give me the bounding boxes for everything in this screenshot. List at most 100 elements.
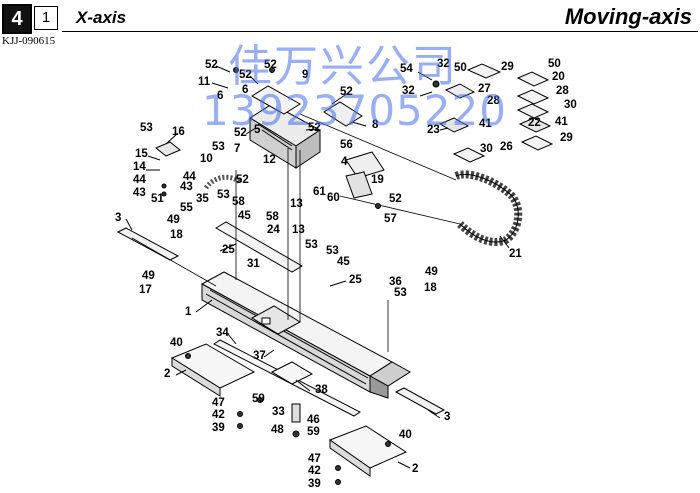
part-callout-25: 25 bbox=[349, 274, 362, 286]
part-callout-59: 59 bbox=[252, 393, 265, 405]
plate-30a bbox=[516, 103, 550, 119]
part-callout-3: 3 bbox=[444, 411, 450, 423]
part-callout-17: 17 bbox=[139, 284, 152, 296]
part-callout-32: 32 bbox=[437, 58, 450, 70]
part-callout-6: 6 bbox=[217, 90, 223, 102]
part-callout-5: 5 bbox=[254, 124, 261, 136]
part-callout-53: 53 bbox=[212, 141, 225, 153]
part-callout-54: 54 bbox=[400, 63, 413, 75]
bracket-23 bbox=[438, 117, 470, 133]
part-callout-13: 13 bbox=[292, 224, 305, 236]
part-callout-14: 14 bbox=[133, 161, 146, 173]
part-callout-27: 27 bbox=[478, 83, 491, 95]
part-callout-52: 52 bbox=[239, 69, 252, 81]
part-callout-40: 40 bbox=[399, 429, 412, 441]
plate-41 bbox=[518, 117, 552, 133]
part-callout-57: 57 bbox=[384, 213, 397, 225]
part-callout-26: 26 bbox=[500, 141, 513, 153]
part-callout-49: 49 bbox=[425, 266, 438, 278]
part-callout-58: 58 bbox=[232, 196, 245, 208]
part-callout-30: 30 bbox=[564, 99, 577, 111]
part-callout-52: 52 bbox=[264, 59, 277, 71]
part-callout-42: 42 bbox=[308, 465, 321, 477]
rear-rail-8 bbox=[323, 101, 363, 127]
part-callout-31: 31 bbox=[247, 258, 260, 270]
part-callout-16: 16 bbox=[172, 126, 185, 138]
part-callout-8: 8 bbox=[372, 119, 379, 131]
part-callout-15: 15 bbox=[135, 148, 148, 160]
part-callout-20: 20 bbox=[552, 71, 565, 83]
part-callout-47: 47 bbox=[212, 397, 225, 409]
plate-28 bbox=[516, 89, 550, 105]
screw bbox=[161, 183, 167, 189]
block-16 bbox=[155, 141, 181, 157]
part-callout-53: 53 bbox=[305, 239, 318, 251]
part-callout-60: 60 bbox=[327, 192, 340, 204]
plate-20 bbox=[516, 71, 550, 87]
part-callout-52: 52 bbox=[389, 193, 402, 205]
part-callout-18: 18 bbox=[424, 282, 437, 294]
part-callout-19: 19 bbox=[371, 174, 384, 186]
base-plate-right bbox=[328, 425, 408, 469]
cable-chain-21 bbox=[454, 170, 523, 246]
part-callout-30: 30 bbox=[480, 143, 493, 155]
part-callout-45: 45 bbox=[238, 210, 251, 222]
part-callout-34: 34 bbox=[216, 327, 229, 339]
part-callout-9: 9 bbox=[302, 69, 308, 81]
part-callout-1: 1 bbox=[185, 306, 192, 318]
screw bbox=[269, 67, 275, 73]
part-callout-39: 39 bbox=[212, 422, 225, 434]
screw bbox=[335, 479, 341, 485]
part-callout-32: 32 bbox=[402, 85, 415, 97]
part-callout-49: 49 bbox=[167, 214, 180, 226]
part-callout-38: 38 bbox=[315, 384, 328, 396]
part-callout-18: 18 bbox=[170, 229, 183, 241]
part-callout-52: 52 bbox=[308, 122, 321, 134]
screw bbox=[335, 465, 341, 471]
part-callout-42: 42 bbox=[212, 409, 225, 421]
part-callout-10: 10 bbox=[200, 153, 213, 165]
part-callout-58: 58 bbox=[266, 211, 279, 223]
rail-3-right bbox=[394, 387, 446, 415]
screw bbox=[292, 430, 300, 438]
rail-3-left bbox=[116, 227, 180, 261]
part-callout-24: 24 bbox=[267, 224, 280, 236]
part-callout-41: 41 bbox=[479, 118, 492, 130]
part-callout-28: 28 bbox=[487, 95, 500, 107]
part-callout-53: 53 bbox=[326, 245, 339, 257]
part-callout-51: 51 bbox=[151, 193, 164, 205]
part-callout-55: 55 bbox=[180, 202, 193, 214]
part-callout-37: 37 bbox=[253, 350, 266, 362]
part-callout-7: 7 bbox=[234, 143, 240, 155]
header-bar: 4 1 X-axis Moving-axis KJJ-090615 bbox=[0, 0, 700, 48]
part-callout-29: 29 bbox=[560, 132, 573, 144]
page-number-badge: 4 bbox=[2, 4, 32, 34]
part-callout-28: 28 bbox=[556, 85, 569, 97]
part-callout-33: 33 bbox=[272, 406, 285, 418]
screw bbox=[385, 441, 391, 447]
part-callout-25: 25 bbox=[222, 244, 235, 256]
part-callout-52: 52 bbox=[340, 86, 353, 98]
part-callout-36: 36 bbox=[389, 276, 402, 288]
part-callout-61: 61 bbox=[313, 186, 326, 198]
part-callout-43: 43 bbox=[133, 187, 146, 199]
screw bbox=[237, 423, 243, 429]
part-callout-50: 50 bbox=[548, 58, 561, 70]
screw bbox=[161, 191, 167, 197]
part-callout-13: 13 bbox=[290, 198, 303, 210]
top-cover-9 bbox=[251, 85, 301, 115]
doc-code: KJJ-090615 bbox=[2, 35, 56, 47]
part-callout-44: 44 bbox=[133, 174, 146, 186]
part-callout-41: 41 bbox=[555, 116, 568, 128]
section-label: X-axis bbox=[76, 8, 127, 27]
plate-29a bbox=[466, 63, 502, 79]
diagram-linework bbox=[116, 63, 554, 485]
part-callout-2: 2 bbox=[164, 368, 170, 380]
plate-38 bbox=[270, 361, 314, 385]
rail-25 bbox=[215, 221, 303, 273]
part-callout-56: 56 bbox=[340, 139, 353, 151]
part-callout-29: 29 bbox=[501, 61, 514, 73]
part-callout-45: 45 bbox=[337, 256, 350, 268]
part-callout-50: 50 bbox=[454, 62, 467, 74]
